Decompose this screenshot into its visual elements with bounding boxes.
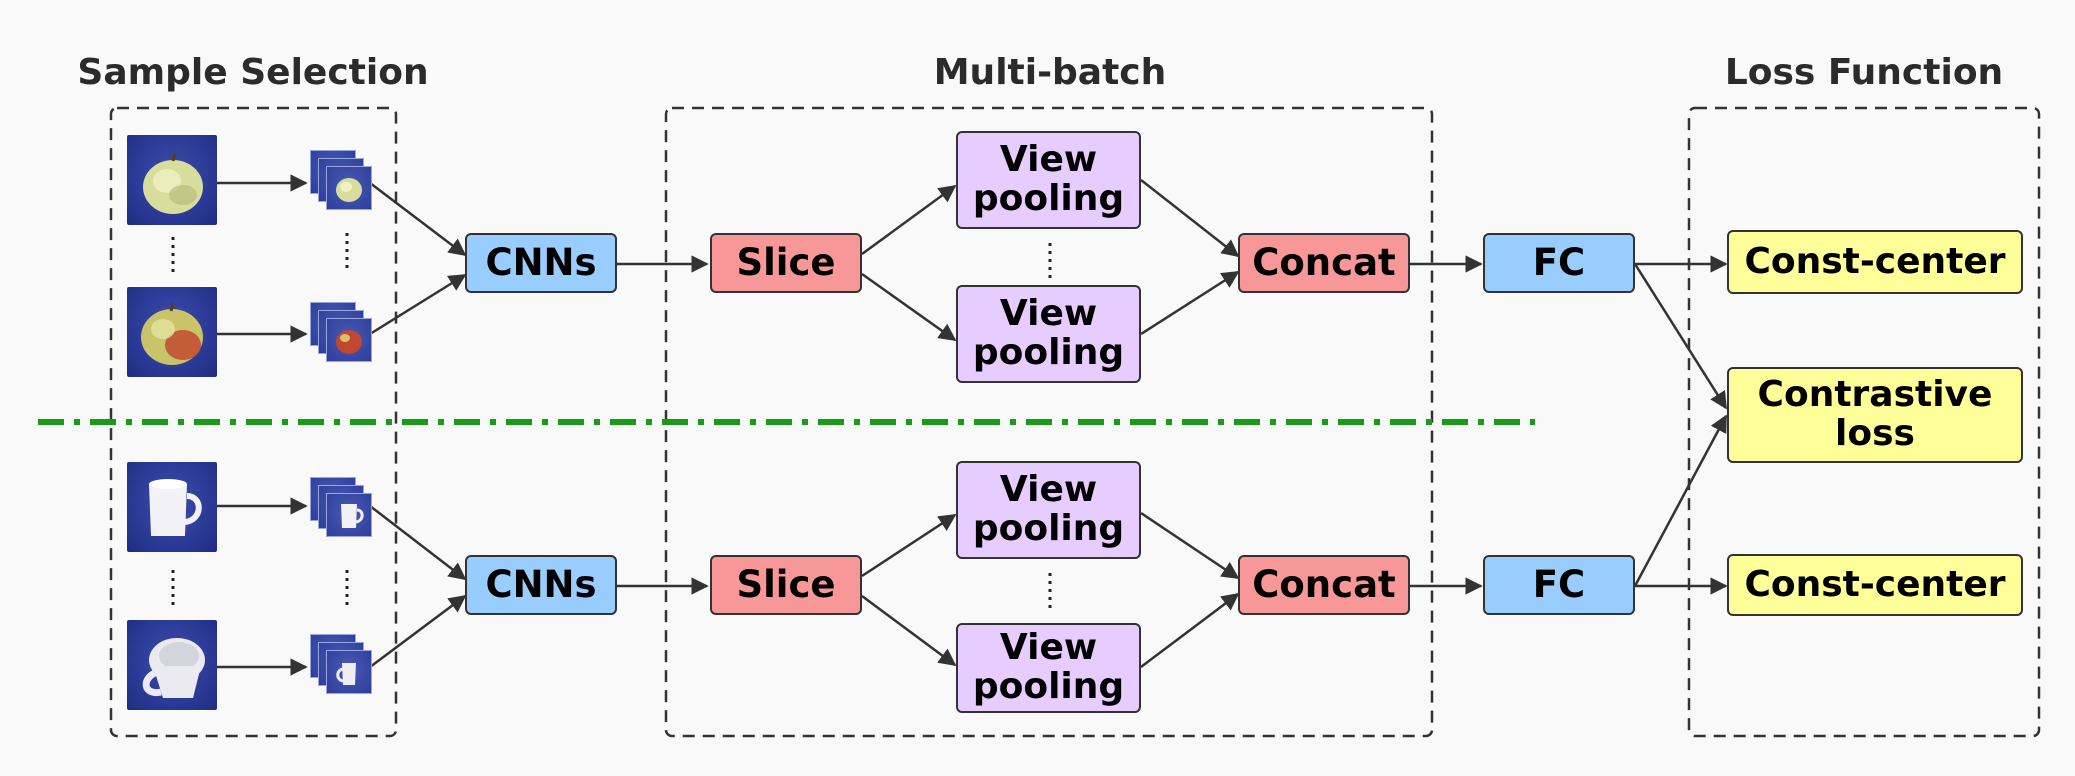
top-fc-box: FC	[1483, 233, 1635, 293]
bottom-concat-box: Concat	[1238, 555, 1410, 615]
mug-view-stack-icon	[310, 634, 372, 694]
mug-view-stack-icon	[310, 477, 372, 537]
loss-function-frame	[1687, 106, 2041, 738]
apple-view-stack-icon	[310, 150, 372, 210]
top-cnns-box: CNNs	[465, 233, 617, 293]
bottom-view-pooling-1-box: View pooling	[956, 461, 1141, 559]
sample-selection-title: Sample Selection	[77, 52, 429, 93]
top-const-center-box: Const-center	[1727, 230, 2023, 294]
loss-function-title: Loss Function	[1724, 52, 2004, 93]
apple-photo-icon	[127, 135, 217, 225]
mug-photo-icon	[127, 620, 217, 710]
contrastive-loss-box: Contrastive loss	[1727, 367, 2023, 463]
top-view-pooling-1-box: View pooling	[956, 131, 1141, 229]
multi-batch-title: Multi-batch	[933, 52, 1167, 93]
sample-selection-frame	[109, 106, 398, 738]
bottom-fc-box: FC	[1483, 555, 1635, 615]
arrows	[217, 174, 1728, 676]
bottom-slice-box: Slice	[710, 555, 862, 615]
mug-photo-icon	[127, 462, 217, 552]
top-view-pooling-2-box: View pooling	[956, 285, 1141, 383]
bottom-cnns-box: CNNs	[465, 555, 617, 615]
bottom-const-center-box: Const-center	[1727, 554, 2023, 616]
ellipsis-dots	[171, 233, 1052, 608]
apple-photo-icon	[127, 287, 217, 377]
bottom-view-pooling-2-box: View pooling	[956, 623, 1141, 713]
apple-view-stack-icon	[310, 302, 372, 362]
top-slice-box: Slice	[710, 233, 862, 293]
top-concat-box: Concat	[1238, 233, 1410, 293]
